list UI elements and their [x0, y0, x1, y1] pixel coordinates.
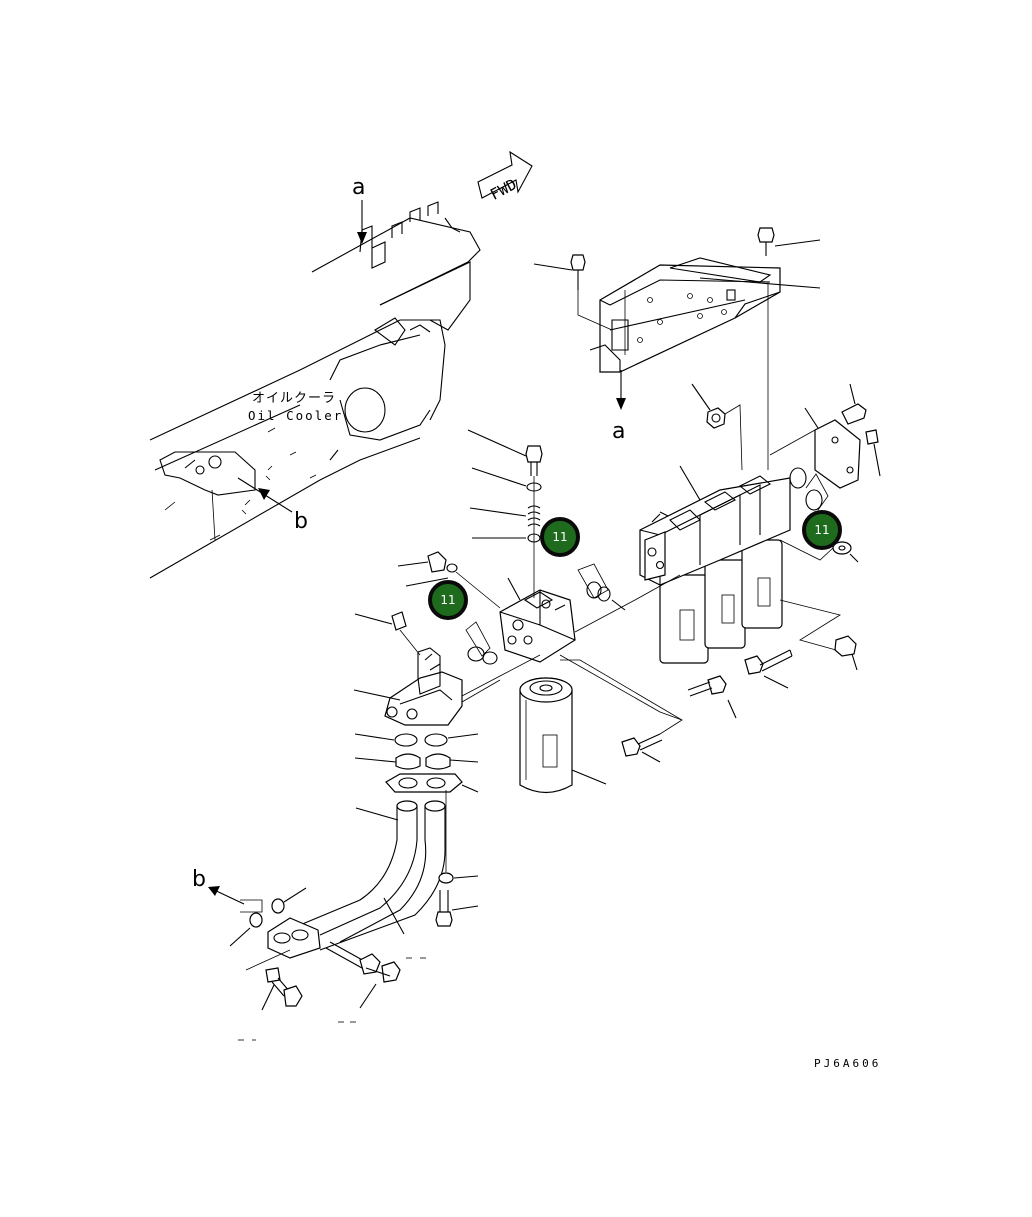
cover-plug: [865, 429, 881, 477]
callout-11-center-text: 11: [552, 530, 567, 544]
callout-11-center[interactable]: 11: [540, 517, 580, 557]
drawing-code: PJ6A606: [814, 1057, 881, 1070]
callout-11-left-text: 11: [440, 593, 455, 607]
leader-bracket: [699, 277, 821, 289]
view-label-b-left: b: [192, 867, 206, 892]
triple-filter-assembly: [639, 465, 791, 664]
tube-bolt: [435, 890, 479, 927]
view-label-a-bottom: a: [612, 419, 625, 444]
head-spring: [469, 505, 541, 527]
connector-housing: [353, 647, 541, 726]
view-label-b-right: b: [294, 509, 308, 534]
flange-bolt-left: [245, 949, 303, 1011]
b-rings: [229, 887, 307, 947]
view-arrow-a-top: [357, 200, 367, 244]
head-seal: [472, 533, 541, 543]
oil-cooler-label-en: Oil Cooler: [248, 408, 343, 423]
dash-marks: [238, 957, 426, 1041]
o-rings-left: [465, 621, 498, 665]
bolt-filter-lower-3: [560, 659, 683, 763]
view-label-a-top: a: [352, 175, 365, 200]
connector-rings: [354, 753, 479, 770]
cover-bolt: [841, 383, 867, 425]
fwd-arrow: FWD: [477, 150, 533, 204]
oil-cooler-label-jp: オイルクーラ: [252, 391, 336, 406]
filter-bracket: [589, 257, 781, 373]
washer-right: [779, 539, 859, 563]
connector-plug-top: [354, 611, 421, 656]
tube-washer: [438, 790, 479, 884]
nut: [691, 383, 743, 471]
head-washer: [471, 467, 542, 492]
bracket-bolt-right: [757, 227, 821, 470]
fwd-label: FWD: [487, 175, 519, 204]
bracket-bolt-left: [533, 254, 613, 331]
single-filter-head: [499, 574, 683, 721]
head-plug: [397, 551, 501, 609]
callout-11-right[interactable]: 11: [802, 510, 842, 550]
view-arrow-b-right: [237, 477, 293, 513]
connector-gasket: [385, 773, 479, 793]
bolt-filter-lower-2: [687, 675, 737, 719]
o-rings-right: [789, 467, 829, 511]
head-bolt: [467, 429, 543, 598]
filter-cartridge: [519, 677, 607, 794]
o-rings-center: [577, 563, 626, 611]
callout-11-left[interactable]: 11: [428, 580, 468, 620]
oil-tube: [267, 800, 446, 959]
callout-11-right-text: 11: [814, 523, 829, 537]
connector-orings: [354, 733, 479, 747]
view-arrow-a-bottom: [616, 370, 626, 410]
plug-right-lower: [779, 599, 858, 671]
engine-block: [149, 201, 481, 579]
leader-connector: [461, 679, 501, 703]
flange-bolt-right: [325, 941, 401, 1009]
cover-plate: [769, 407, 861, 489]
view-arrow-b-left: [208, 886, 245, 905]
bolt-filter-lower-1: [744, 649, 793, 689]
